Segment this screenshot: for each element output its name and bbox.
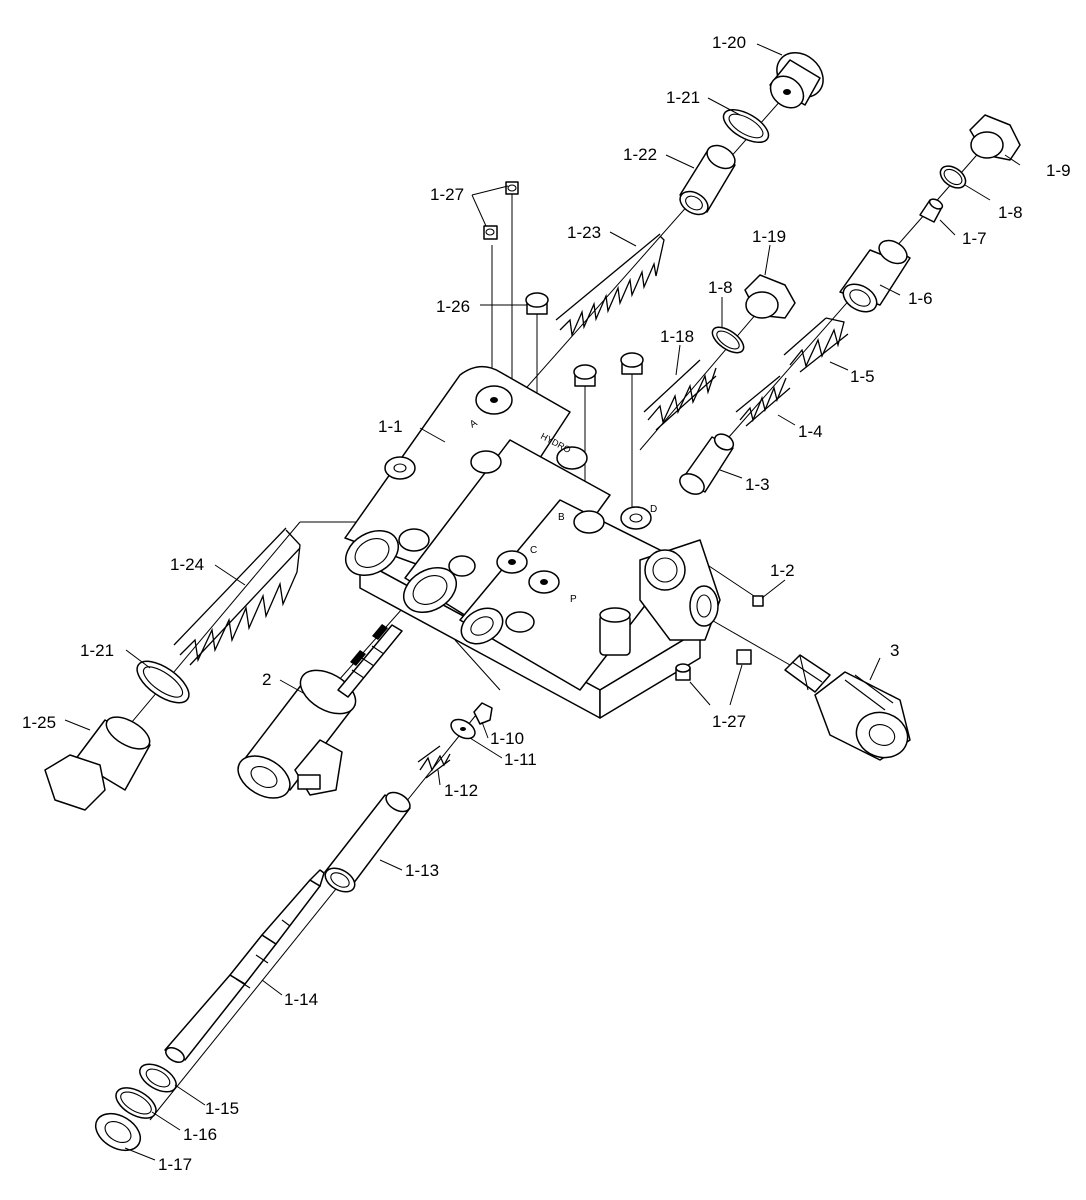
label-1-13: 1-13: [405, 861, 439, 880]
label-1-19: 1-19: [752, 227, 786, 246]
label-1-2: 1-2: [770, 561, 795, 580]
label-1-27-top: 1-27: [430, 185, 464, 204]
left-spring-stack: [44, 527, 301, 811]
label-1-21-left: 1-21: [80, 641, 114, 660]
label-1-11: 1-11: [504, 750, 537, 769]
label-1-22: 1-22: [623, 145, 657, 164]
valve-block: A B C D P HYDRO: [344, 366, 721, 719]
label-1-24: 1-24: [170, 555, 204, 574]
label-1-3: 1-3: [745, 475, 770, 494]
label-1-18: 1-18: [660, 327, 694, 346]
set-screws: [483, 181, 764, 681]
label-1-21-top: 1-21: [666, 88, 700, 107]
label-2: 2: [262, 670, 271, 689]
upper-spring-stack: [555, 52, 824, 338]
label-1-9: 1-9: [1046, 161, 1071, 180]
label-1-1: 1-1: [378, 417, 403, 436]
label-1-23: 1-23: [567, 223, 601, 242]
leader-lines: [64, 43, 1021, 1161]
mark-c: C: [530, 545, 537, 556]
label-1-8-mid: 1-8: [708, 278, 733, 297]
label-1-7: 1-7: [962, 229, 987, 248]
label-3: 3: [890, 641, 899, 660]
label-1-4: 1-4: [798, 422, 823, 441]
label-1-10: 1-10: [490, 729, 524, 748]
right-spring-stack: [643, 114, 1021, 495]
label-1-5: 1-5: [850, 367, 875, 386]
mark-p: P: [570, 594, 577, 605]
label-1-8-right: 1-8: [998, 203, 1023, 222]
mark-a: A: [468, 418, 480, 431]
mark-d: D: [650, 504, 657, 515]
solenoid-valve-3: [784, 654, 911, 761]
label-1-20: 1-20: [712, 33, 746, 52]
label-1-17: 1-17: [158, 1155, 192, 1174]
label-1-6: 1-6: [908, 289, 933, 308]
label-1-27-bottom: 1-27: [712, 712, 746, 731]
label-1-25: 1-25: [22, 713, 56, 732]
plugs: [525, 292, 644, 387]
label-1-16: 1-16: [183, 1125, 217, 1144]
label-1-14: 1-14: [284, 990, 318, 1009]
label-1-12: 1-12: [444, 781, 478, 800]
part-labels: 1-20 1-21 1-22 1-27 1-23 1-26 1-1 1-19 1…: [22, 33, 1071, 1174]
lower-spool-stack: [94, 702, 493, 1152]
label-1-15: 1-15: [205, 1099, 239, 1118]
label-1-26: 1-26: [436, 297, 470, 316]
solenoid-valve-2: [237, 624, 403, 799]
mark-b: B: [558, 512, 565, 523]
